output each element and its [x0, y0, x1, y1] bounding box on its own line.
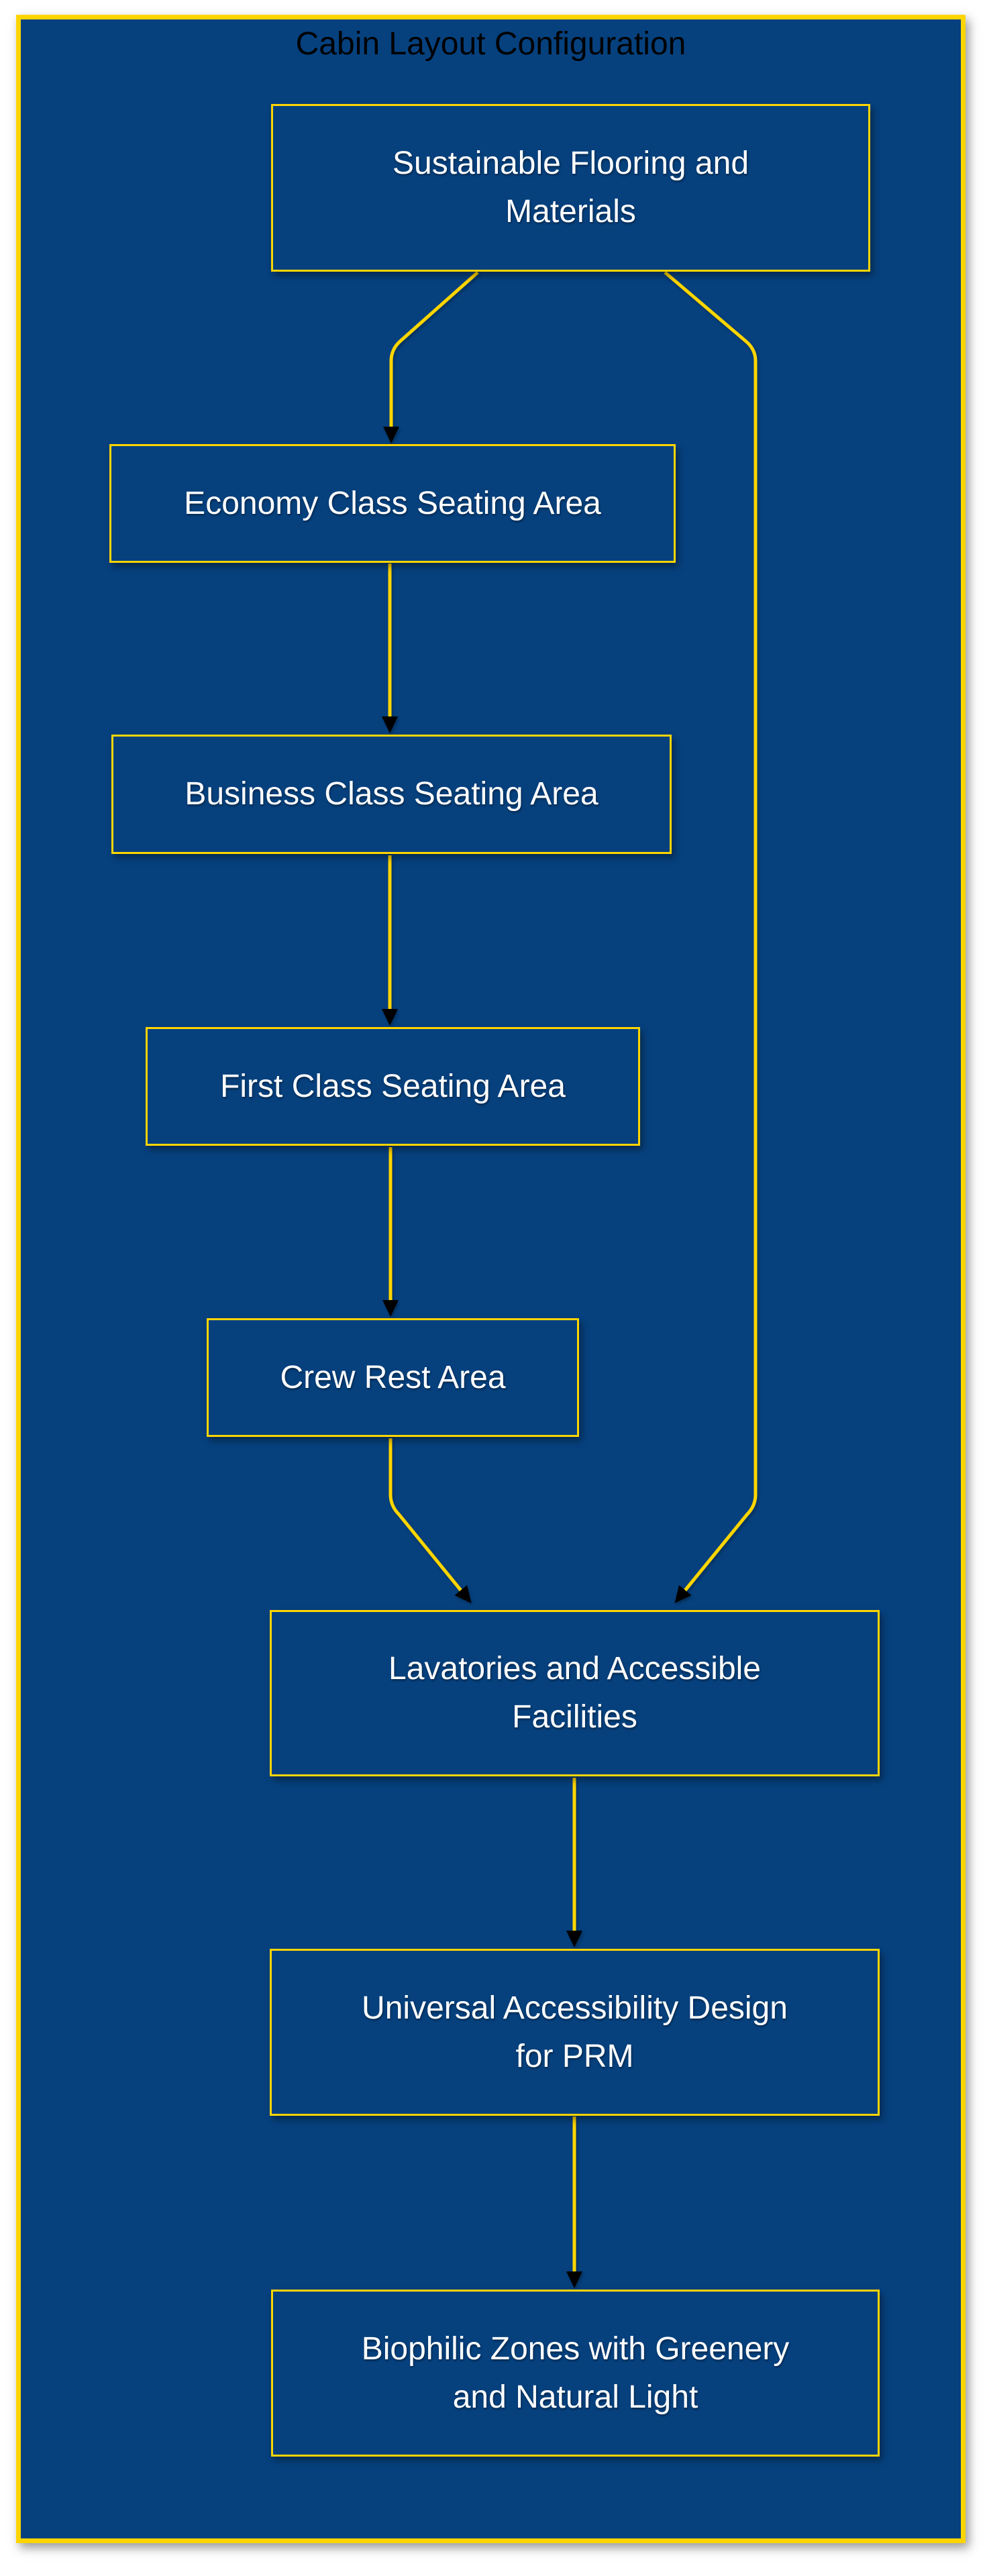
node-biophilic-zones: Biophilic Zones with Greenery and Natura…: [271, 2290, 880, 2457]
node-universal-accessibility-design: Universal Accessibility Design for PRM: [270, 1949, 880, 2116]
node-lavatories-accessible-facilities: Lavatories and Accessible Facilities: [270, 1610, 880, 1776]
node-crew-rest-area: Crew Rest Area: [207, 1318, 579, 1437]
diagram-frame: [16, 15, 966, 2543]
node-business-class-seating: Business Class Seating Area: [111, 735, 672, 854]
node-economy-class-seating: Economy Class Seating Area: [109, 444, 676, 563]
node-sustainable-flooring: Sustainable Flooring and Materials: [271, 104, 870, 272]
diagram-title: Cabin Layout Configuration: [295, 26, 686, 62]
node-first-class-seating: First Class Seating Area: [146, 1027, 640, 1146]
